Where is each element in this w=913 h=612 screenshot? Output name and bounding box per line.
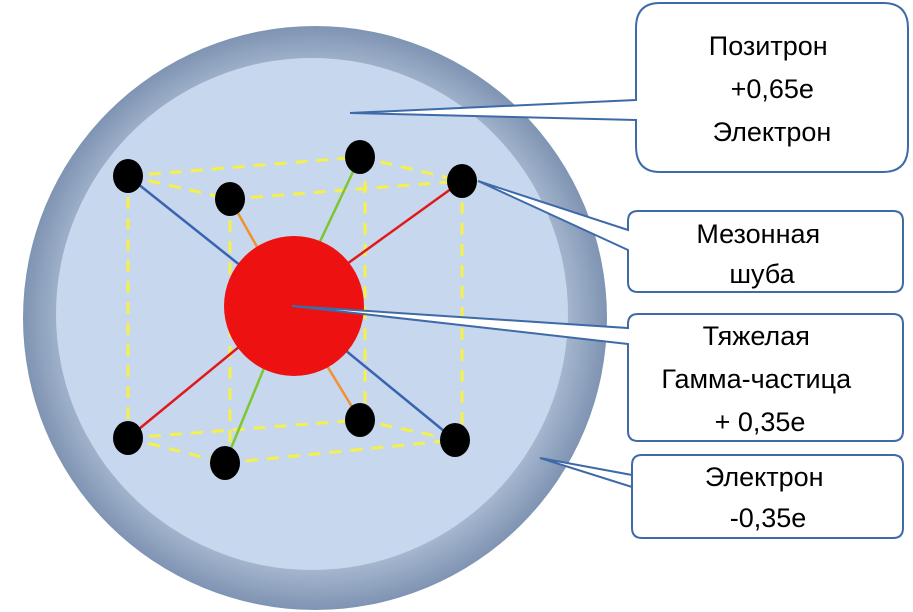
particle <box>113 159 143 193</box>
callout-electron-line-1: Электрон <box>705 462 824 492</box>
callout-positron-line-3: Электрон <box>713 117 832 147</box>
particle <box>447 164 477 198</box>
callout-meson-coat <box>477 180 904 293</box>
corner-particles <box>113 140 477 480</box>
callout-meson-line-2: шуба <box>729 259 795 289</box>
callout-gamma-line-3: + 0,35е <box>715 407 806 437</box>
callout-electron-line-2: -0,35е <box>730 503 807 533</box>
particle <box>345 403 375 437</box>
callout-positron-line-2: +0,65е <box>731 74 814 104</box>
callout-electron <box>539 454 904 539</box>
particle <box>113 421 143 455</box>
particle <box>440 423 470 457</box>
callout-gamma-line-1: Тяжелая <box>703 321 810 351</box>
svg-text:Позитрон +0,65е Электр: Позитрон +0,65е Электрон <box>709 31 835 147</box>
callout-positron <box>349 1 909 173</box>
svg-text:Электрон -0,35е: Электрон -0,35е <box>705 462 831 533</box>
particle <box>345 140 375 174</box>
particle <box>215 182 245 216</box>
callout-meson-line-1: Мезонная <box>696 219 820 249</box>
svg-text:Мезонная шуба: Мезонная шуба <box>696 219 827 289</box>
particle <box>210 446 240 480</box>
callout-gamma-line-2: Гамма-частица <box>661 364 852 394</box>
callout-heavy-gamma <box>291 305 904 442</box>
cube-frame <box>126 155 464 465</box>
svg-text:Тяжелая Гамма-частица: Тяжелая Гамма-частица + 0,35е <box>661 321 858 437</box>
callout-positron-line-1: Позитрон <box>709 31 828 61</box>
